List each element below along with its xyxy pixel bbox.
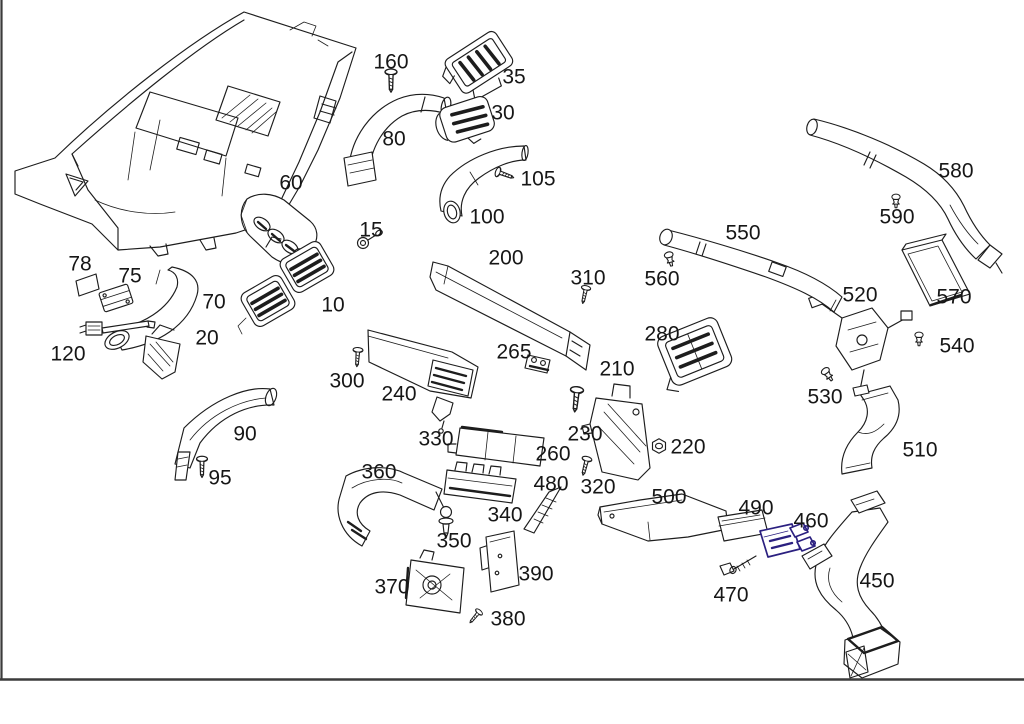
part-35-drawing — [442, 30, 514, 102]
part-75-drawing — [98, 283, 134, 313]
part-120-drawing — [79, 320, 156, 336]
part-label-540: 540 — [939, 335, 974, 358]
part-450-drawing — [801, 490, 901, 679]
part-480-drawing — [523, 486, 562, 534]
part-390-drawing — [479, 530, 520, 593]
part-label-330: 330 — [418, 428, 453, 451]
part-label-200: 200 — [488, 247, 523, 270]
part-260-drawing — [447, 425, 545, 467]
part-label-350: 350 — [436, 530, 471, 553]
part-280-drawing — [657, 317, 733, 393]
part-label-265: 265 — [496, 341, 531, 364]
part-label-210: 210 — [599, 358, 634, 381]
part-label-160: 160 — [373, 51, 408, 74]
part-90-drawing — [174, 387, 278, 481]
part-105-drawing — [493, 165, 516, 183]
part-220-drawing — [651, 438, 667, 454]
part-label-90: 90 — [233, 423, 256, 446]
part-label-530: 530 — [807, 386, 842, 409]
part-label-510: 510 — [902, 439, 937, 462]
part-label-60: 60 — [279, 172, 302, 195]
part-label-570: 570 — [936, 286, 971, 309]
part-230-drawing — [567, 385, 585, 414]
part-370-drawing — [404, 549, 465, 614]
part-label-220: 220 — [670, 436, 705, 459]
part-label-120: 120 — [50, 343, 85, 366]
part-label-230: 230 — [567, 423, 602, 446]
part-label-35: 35 — [502, 66, 525, 89]
part-70-drawing — [104, 266, 199, 351]
part-560-drawing — [663, 250, 677, 268]
part-label-78: 78 — [68, 253, 91, 276]
part-540-drawing — [914, 331, 924, 347]
part-label-470: 470 — [713, 584, 748, 607]
part-78-drawing — [75, 273, 100, 297]
part-580-drawing — [806, 118, 1003, 274]
part-500-drawing — [597, 493, 729, 542]
part-label-580: 580 — [938, 160, 973, 183]
part-label-370: 370 — [374, 576, 409, 599]
part-350-drawing — [438, 505, 454, 539]
part-label-320: 320 — [580, 476, 615, 499]
part-200-drawing — [429, 261, 591, 371]
part-530-drawing — [819, 365, 837, 384]
part-label-360: 360 — [361, 461, 396, 484]
part-label-460: 460 — [793, 510, 828, 533]
part-label-560: 560 — [644, 268, 679, 291]
part-240-drawing — [367, 329, 479, 399]
part-label-30: 30 — [491, 102, 514, 125]
part-320-drawing — [577, 454, 593, 477]
part-label-80: 80 — [382, 128, 405, 151]
part-label-300: 300 — [329, 370, 364, 393]
part-15-drawing — [356, 229, 383, 250]
part-10-drawing — [237, 236, 335, 335]
part-label-340: 340 — [487, 504, 522, 527]
part-265-drawing — [524, 354, 551, 374]
part-360-drawing — [337, 467, 445, 547]
part-label-15: 15 — [359, 219, 382, 242]
part-label-490: 490 — [738, 497, 773, 520]
part-label-70: 70 — [202, 291, 225, 314]
part-label-450: 450 — [859, 570, 894, 593]
part-570-drawing — [901, 233, 971, 307]
part-100-drawing — [439, 144, 529, 224]
part-510-drawing — [841, 385, 900, 475]
part-label-520: 520 — [842, 284, 877, 307]
part-label-310: 310 — [570, 267, 605, 290]
part-label-500: 500 — [651, 486, 686, 509]
part-550-drawing — [659, 228, 843, 313]
part-label-280: 280 — [644, 323, 679, 346]
part-470-drawing — [719, 555, 757, 576]
part-label-240: 240 — [381, 383, 416, 406]
part-label-390: 390 — [518, 563, 553, 586]
part-20-drawing — [142, 324, 181, 380]
part-label-100: 100 — [469, 206, 504, 229]
part-label-480: 480 — [533, 473, 568, 496]
part-210-drawing — [581, 383, 651, 481]
part-380-drawing — [466, 607, 484, 626]
part-30-drawing — [435, 95, 495, 144]
part-label-590: 590 — [879, 206, 914, 229]
part-label-260: 260 — [535, 443, 570, 466]
part-520-drawing — [808, 293, 913, 397]
part-label-105: 105 — [520, 168, 555, 191]
part-330-drawing — [431, 396, 454, 434]
part-95-drawing — [195, 455, 209, 479]
part-label-95: 95 — [208, 467, 231, 490]
part-label-20: 20 — [195, 327, 218, 350]
part-label-75: 75 — [118, 265, 141, 288]
part-label-10: 10 — [321, 294, 344, 317]
part-460-drawing-highlighted — [759, 522, 817, 558]
part-label-550: 550 — [725, 222, 760, 245]
part-80-drawing — [343, 93, 452, 187]
part-300-drawing — [351, 346, 364, 368]
part-340-drawing — [443, 461, 517, 504]
part-label-380: 380 — [490, 608, 525, 631]
